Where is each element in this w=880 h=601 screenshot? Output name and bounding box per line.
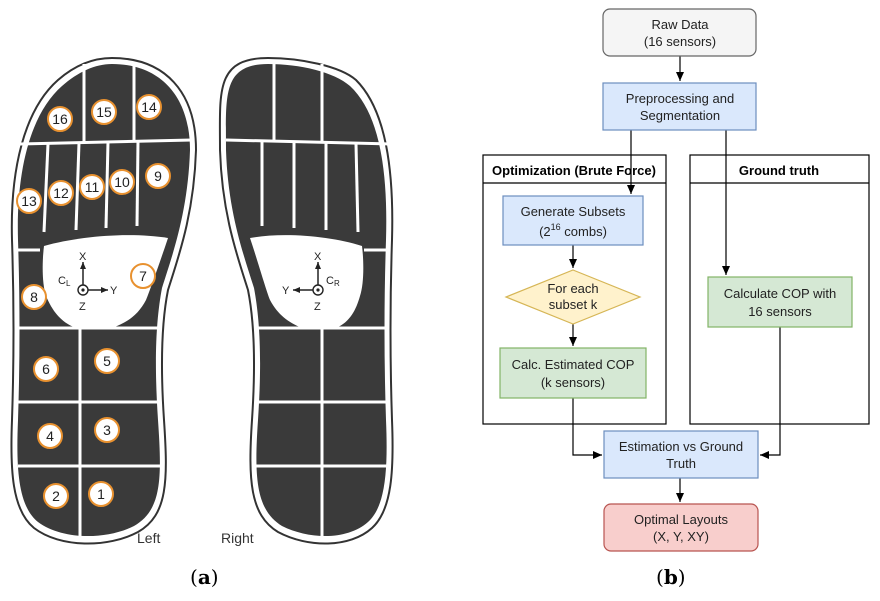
svg-text:For each: For each	[547, 281, 598, 296]
sensor-12: 12	[48, 180, 74, 206]
svg-text:subset k: subset k	[549, 297, 598, 312]
right-z-axis-label: Z	[314, 301, 321, 313]
flowchart: Optimization (Brute Force) Ground truth …	[482, 8, 870, 552]
left-z-axis-label: Z	[79, 301, 86, 313]
left-origin-label: CL	[58, 275, 71, 288]
sensor-13: 13	[16, 188, 42, 214]
svg-text:(16 sensors): (16 sensors)	[644, 34, 716, 49]
left-x-axis-label: X	[79, 251, 87, 263]
svg-text:5: 5	[103, 353, 111, 369]
sensor-15: 15	[91, 99, 117, 125]
sensor-7: 7	[130, 263, 156, 289]
sensor-16: 16	[47, 106, 73, 132]
sensor-11: 11	[79, 174, 105, 200]
svg-text:7: 7	[139, 268, 147, 284]
svg-text:Segmentation: Segmentation	[640, 108, 720, 123]
left-coordinate-frame: X Y Z CL	[58, 251, 118, 313]
svg-text:Calculate COP with: Calculate COP with	[724, 286, 836, 301]
svg-text:11: 11	[85, 179, 100, 195]
optimization-title: Optimization (Brute Force)	[492, 163, 656, 178]
sensor-10: 10	[109, 169, 135, 195]
right-origin-label: CR	[326, 275, 340, 288]
svg-text:Preprocessing and: Preprocessing and	[626, 91, 734, 106]
sensor-8: 8	[21, 284, 47, 310]
svg-text:12: 12	[53, 185, 69, 201]
svg-text:2: 2	[52, 488, 60, 504]
svg-text:Generate Subsets: Generate Subsets	[521, 204, 626, 219]
sensor-2: 2	[43, 483, 69, 509]
optimal-layouts-box: Optimal Layouts (X, Y, XY)	[603, 503, 759, 552]
right-coordinate-frame: X Y Z CR	[282, 251, 340, 313]
svg-text:4: 4	[46, 428, 54, 444]
svg-text:8: 8	[30, 289, 38, 305]
caption-a: (a)	[190, 565, 219, 589]
svg-text:Raw Data: Raw Data	[651, 17, 709, 32]
svg-text:(k sensors): (k sensors)	[541, 375, 605, 390]
sensor-markers: 16 15 14 13 12 11 10 9 8 7 6 5 4 3 2 1	[16, 94, 171, 509]
right-y-axis-label: Y	[282, 285, 290, 297]
svg-text:14: 14	[141, 99, 157, 115]
estimation-vs-ground-truth-box: Estimation vs Ground Truth	[603, 430, 759, 479]
generate-subsets-box: Generate Subsets (216 combs)	[502, 195, 644, 246]
preprocessing-box: Preprocessing and Segmentation	[602, 82, 757, 131]
svg-text:3: 3	[103, 422, 111, 438]
svg-text:15: 15	[96, 104, 112, 120]
sensor-6: 6	[33, 356, 59, 382]
svg-text:16: 16	[52, 111, 68, 127]
svg-text:9: 9	[154, 168, 162, 184]
sensor-14: 14	[136, 94, 162, 120]
svg-text:10: 10	[114, 174, 130, 190]
right-center-region	[250, 235, 364, 328]
svg-text:16 sensors: 16 sensors	[748, 304, 812, 319]
right-x-axis-label: X	[314, 251, 322, 263]
sensor-5: 5	[94, 348, 120, 374]
ground-truth-title: Ground truth	[739, 163, 819, 178]
caption-b: (b)	[656, 565, 686, 589]
right-foot-label: Right	[221, 530, 254, 546]
svg-text:Truth: Truth	[666, 456, 696, 471]
left-y-axis-label: Y	[110, 285, 118, 297]
right-insole	[218, 56, 394, 545]
svg-text:(X, Y, XY): (X, Y, XY)	[653, 529, 709, 544]
svg-text:Optimal Layouts: Optimal Layouts	[634, 512, 728, 527]
sensor-3: 3	[94, 417, 120, 443]
for-each-subset-diamond: For each subset k	[504, 269, 642, 325]
svg-text:Estimation vs Ground: Estimation vs Ground	[619, 439, 743, 454]
svg-text:6: 6	[42, 361, 50, 377]
svg-text:1: 1	[97, 486, 105, 502]
right-cell-grid	[225, 64, 391, 540]
sensor-4: 4	[37, 423, 63, 449]
svg-text:13: 13	[21, 193, 37, 209]
left-center-region	[42, 235, 168, 328]
svg-text:Calc. Estimated COP: Calc. Estimated COP	[512, 357, 635, 372]
left-foot-label: Left	[137, 530, 160, 546]
calc-estimated-cop-box: Calc. Estimated COP (k sensors)	[499, 347, 647, 399]
raw-data-box: Raw Data (16 sensors)	[602, 8, 757, 57]
sensor-1: 1	[88, 481, 114, 507]
calculate-cop-box: Calculate COP with 16 sensors	[707, 276, 853, 328]
svg-text:(216 combs): (216 combs)	[539, 222, 607, 239]
sensor-9: 9	[145, 163, 171, 189]
